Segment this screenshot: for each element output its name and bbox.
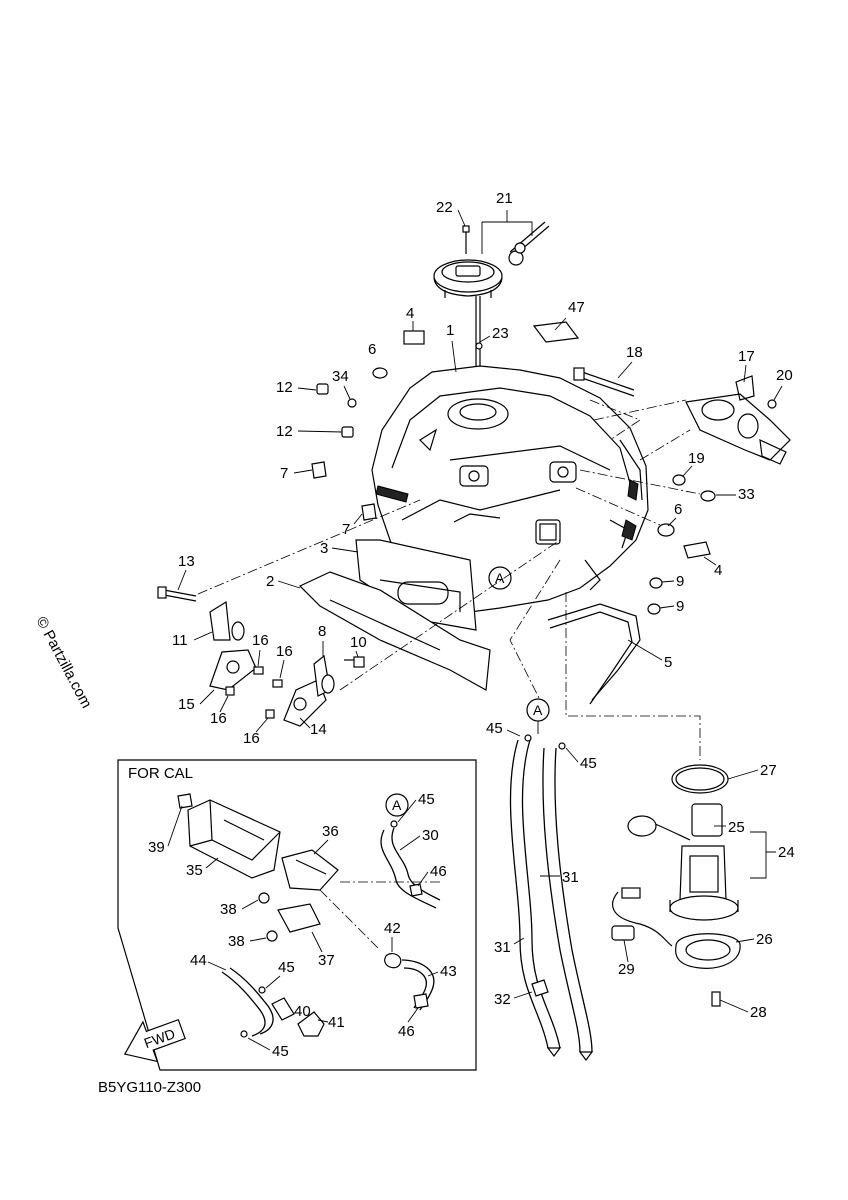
callout-3: 3 — [320, 540, 328, 557]
callout-42: 42 — [384, 920, 401, 937]
callout-4-upper: 4 — [406, 305, 414, 322]
callout-31-right: 31 — [562, 869, 579, 886]
callout-12-upper: 12 — [276, 379, 293, 396]
callout-38-upper: 38 — [220, 901, 237, 918]
callout-35: 35 — [186, 862, 203, 879]
callout-2: 2 — [266, 573, 274, 590]
callout-32: 32 — [494, 991, 511, 1008]
callout-6-lower: 6 — [674, 501, 682, 518]
fuel-tank-body — [371, 365, 649, 613]
callout-7-lower: 7 — [342, 521, 350, 538]
callout-15: 15 — [178, 696, 195, 713]
callout-45-left: 45 — [486, 720, 503, 737]
callout-11: 11 — [172, 632, 188, 649]
callout-38-lower: 38 — [228, 933, 245, 950]
fuel-cap-assembly — [433, 221, 550, 298]
callout-45-inset-mid: 45 — [278, 959, 295, 976]
for-cal-title: FOR CAL — [128, 765, 193, 782]
callout-9-upper: 9 — [676, 573, 684, 590]
callout-43: 43 — [440, 963, 457, 980]
for-cal-inset-frame — [117, 759, 477, 1071]
callout-46-upper: 46 — [430, 863, 447, 880]
callout-26: 26 — [756, 931, 773, 948]
ref-marker-a-tank: A — [495, 570, 505, 586]
callout-7-upper: 7 — [280, 465, 288, 482]
callout-37: 37 — [318, 952, 335, 969]
callout-12-lower: 12 — [276, 423, 293, 440]
callout-22: 22 — [436, 199, 453, 216]
callout-6-upper: 6 — [368, 341, 376, 358]
watermark-text: © Partzilla.com — [32, 614, 94, 711]
callout-45-right: 45 — [580, 755, 597, 772]
ref-marker-a-inset: A — [392, 797, 402, 813]
evap-canister — [177, 793, 281, 879]
callout-27: 27 — [760, 762, 777, 779]
callout-16-a: 16 — [252, 632, 269, 649]
callout-45-inset-top: 45 — [418, 791, 435, 808]
callout-44: 44 — [190, 952, 207, 969]
callout-8: 8 — [318, 623, 326, 640]
callout-31-left: 31 — [494, 939, 511, 956]
callout-23: 23 — [492, 325, 509, 342]
lower-tank-cover — [298, 539, 491, 691]
callout-10: 10 — [350, 634, 367, 651]
callout-19: 19 — [688, 450, 705, 467]
callout-47: 47 — [568, 299, 585, 316]
callout-20: 20 — [776, 367, 793, 384]
callout-16-b: 16 — [210, 710, 227, 727]
callout-21: 21 — [496, 190, 513, 207]
callout-14: 14 — [310, 721, 327, 738]
callout-16-d: 16 — [243, 730, 260, 747]
callout-30: 30 — [422, 827, 439, 844]
callout-16-c: 16 — [276, 643, 293, 660]
callout-9-lower: 9 — [676, 598, 684, 615]
diagram-code: B5YG110-Z300 — [98, 1079, 201, 1096]
callout-17: 17 — [738, 348, 755, 365]
breather-hose-31 — [509, 739, 594, 1061]
callout-28: 28 — [750, 1004, 767, 1021]
callout-13: 13 — [178, 553, 195, 570]
callout-46-lower: 46 — [398, 1023, 415, 1040]
callout-18: 18 — [626, 344, 643, 361]
callout-25: 25 — [728, 819, 745, 836]
fuel-pump-assembly — [611, 803, 739, 947]
callout-40: 40 — [294, 1003, 311, 1020]
callout-24: 24 — [778, 844, 795, 861]
callout-41: 41 — [328, 1014, 345, 1031]
callout-29: 29 — [618, 961, 635, 978]
callout-1: 1 — [446, 322, 454, 339]
callout-34: 34 — [332, 368, 349, 385]
callout-4-lower: 4 — [714, 562, 722, 579]
warning-label-plate — [532, 321, 580, 343]
callout-45-inset-bottom: 45 — [272, 1043, 289, 1060]
callout-5: 5 — [664, 654, 672, 671]
fuel-tank-bracket-17 — [685, 375, 791, 465]
ref-marker-a-hose: A — [533, 702, 543, 718]
forward-arrow-icon: FWD — [123, 1018, 186, 1063]
callout-36: 36 — [322, 823, 339, 840]
callout-33: 33 — [738, 486, 755, 503]
callout-39: 39 — [148, 839, 165, 856]
